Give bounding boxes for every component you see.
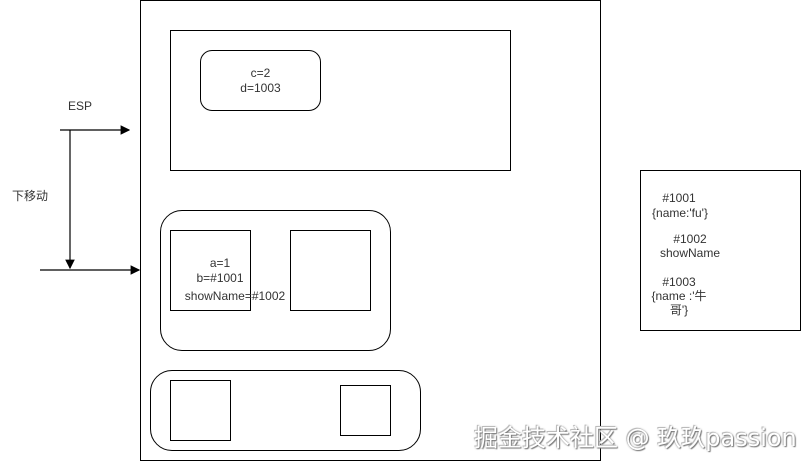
middle-stack-frame bbox=[160, 210, 391, 351]
heap-1003-addr: #1003 bbox=[662, 275, 696, 289]
var-b: b=#1001 bbox=[196, 271, 244, 285]
watermark: 掘金技术社区 @ 玖玖passion bbox=[474, 424, 797, 452]
var-d: d=1003 bbox=[240, 81, 281, 95]
var-a: a=1 bbox=[209, 256, 231, 270]
heap-1002-addr: #1002 bbox=[673, 232, 707, 246]
heap-1002-value: showName bbox=[659, 246, 721, 260]
move-down-label: 下移动 bbox=[11, 189, 48, 203]
top-stack-frame bbox=[170, 30, 511, 171]
top-frame-vars-box bbox=[200, 50, 321, 111]
heap-1001-value: {name:'fu'} bbox=[652, 206, 708, 220]
middle-frame-empty-box bbox=[290, 230, 371, 311]
middle-frame-vars-box bbox=[170, 230, 251, 311]
bottom-frame-box-left bbox=[170, 380, 231, 441]
bottom-stack-frame bbox=[150, 370, 421, 451]
heap-1003-value: {name :'牛 bbox=[651, 289, 707, 303]
esp-label: ESP bbox=[67, 99, 92, 113]
heap-1003-value-cont: 哥'} bbox=[669, 303, 689, 317]
var-showname: showName=#1002 bbox=[184, 289, 286, 303]
bottom-frame-box-right bbox=[340, 385, 391, 436]
heap-1001-addr: #1001 bbox=[662, 191, 696, 205]
var-c: c=2 bbox=[250, 66, 271, 80]
